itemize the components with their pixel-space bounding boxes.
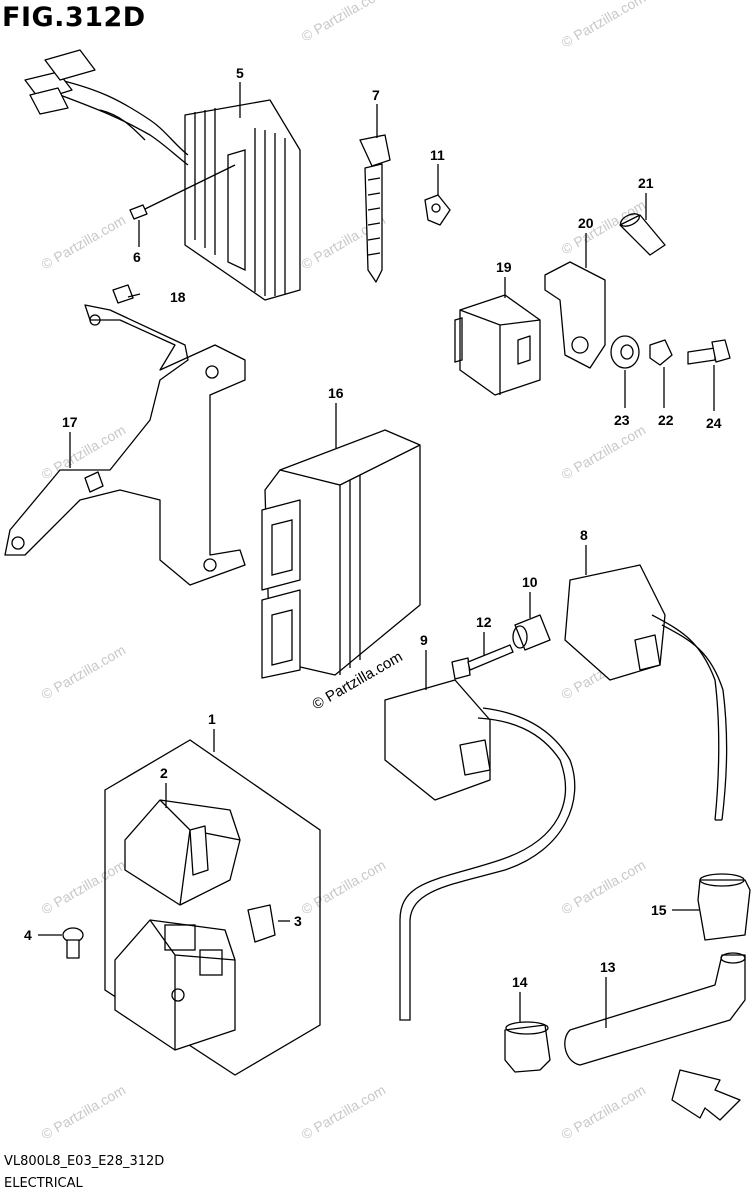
callout-22: 22 <box>658 412 674 428</box>
callout-17: 17 <box>62 414 78 430</box>
part-12-bolt[interactable] <box>451 644 514 680</box>
part-2-relay-cover[interactable] <box>124 799 241 906</box>
callout-12: 12 <box>476 614 492 630</box>
part-13-tube[interactable] <box>564 952 746 1066</box>
callout-24: 24 <box>706 415 722 431</box>
watermark: © Partzilla.com <box>299 0 389 45</box>
callout-11: 11 <box>430 147 445 163</box>
watermark: © Partzilla.com <box>559 0 649 51</box>
part-1-starter-relay-assembly[interactable] <box>104 739 321 1076</box>
watermark: © Partzilla.com <box>39 1082 129 1143</box>
callout-21: 21 <box>638 175 654 191</box>
callout-10: 10 <box>522 574 538 590</box>
part-20-bracket[interactable] <box>544 261 606 369</box>
watermark: © Partzilla.com <box>39 212 129 273</box>
part-16-ecm[interactable] <box>261 429 421 679</box>
part-23-cushion[interactable] <box>610 335 640 369</box>
part-22-washer[interactable] <box>649 339 673 366</box>
callout-15: 15 <box>651 902 667 918</box>
callout-7: 7 <box>372 87 380 103</box>
part-6-screw[interactable] <box>129 164 236 220</box>
part-4-screw[interactable] <box>62 927 84 959</box>
part-5-regulator[interactable] <box>24 49 301 301</box>
part-11-clip[interactable] <box>424 194 451 226</box>
callout-23: 23 <box>614 412 630 428</box>
callout-14: 14 <box>512 974 528 990</box>
part-19-relay[interactable] <box>454 294 541 396</box>
figure-title: FIG.312D <box>2 2 146 33</box>
watermark: © Partzilla.com <box>299 857 389 918</box>
callout-4: 4 <box>24 927 32 943</box>
watermark: © Partzilla.com <box>299 1082 389 1143</box>
callout-20: 20 <box>578 215 594 231</box>
relay-base[interactable] <box>114 919 236 1051</box>
callout-2: 2 <box>160 765 168 781</box>
part-14-cap[interactable] <box>504 1021 551 1073</box>
callout-18: 18 <box>170 289 186 305</box>
callout-8: 8 <box>580 527 588 543</box>
part-10-collar[interactable] <box>512 614 551 651</box>
part-3-fuse[interactable] <box>247 904 276 943</box>
callout-19: 19 <box>496 259 512 275</box>
callout-3: 3 <box>294 913 302 929</box>
callout-13: 13 <box>600 959 616 975</box>
part-9-ignition-coil[interactable] <box>384 679 576 1021</box>
watermark: © Partzilla.com <box>559 857 649 918</box>
watermark: © Partzilla.com <box>39 857 129 918</box>
callout-6: 6 <box>133 249 141 265</box>
diagram-code: VL800L8_E03_E28_312D <box>4 1154 165 1169</box>
part-15-grommet[interactable] <box>697 873 751 941</box>
part-7-cable-tie[interactable] <box>359 134 391 283</box>
part-21-collar[interactable] <box>619 211 666 256</box>
fwd-arrow-icon: FWD <box>671 1069 741 1121</box>
watermark: © Partzilla.com <box>39 642 129 703</box>
part-18-screw[interactable] <box>112 284 141 304</box>
part-17-bracket[interactable] <box>4 304 246 586</box>
diagram-subtitle: ELECTRICAL <box>4 1176 83 1191</box>
watermark: © Partzilla.com <box>559 422 649 483</box>
part-8-ignition-coil[interactable] <box>564 564 728 821</box>
callout-16: 16 <box>328 385 344 401</box>
watermark: © Partzilla.com <box>559 1082 649 1143</box>
callout-9: 9 <box>420 632 428 648</box>
part-24-bolt[interactable] <box>687 339 731 365</box>
callout-5: 5 <box>236 65 244 81</box>
callout-1: 1 <box>208 711 216 727</box>
